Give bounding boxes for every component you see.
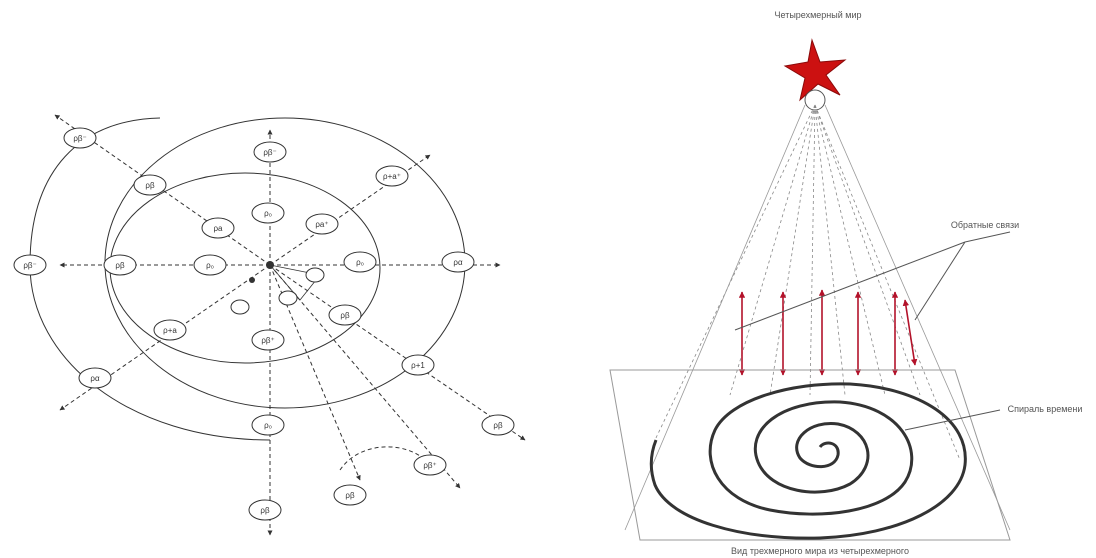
- node-9: [103, 254, 137, 276]
- left-spiral-diagram: ρβ⁻ ρβ ρβ⁻ ρ+a⁺ ρ₀ ρa ρa⁺ ρβ⁻ ρβ ρ₀ ρ₀ ρ…: [13, 114, 526, 536]
- node-1: [63, 127, 97, 149]
- node-24: [333, 484, 367, 506]
- node-14: [278, 290, 298, 306]
- spiral-outer: [29, 117, 271, 441]
- label-reverse-links: Обратные связи: [951, 220, 1019, 230]
- node-12: [441, 251, 475, 273]
- node-label: ρβ⁺: [261, 336, 274, 345]
- time-spiral: [649, 382, 967, 540]
- label-time-spiral: Спираль времени: [1008, 404, 1083, 414]
- node-label: ρ₀: [356, 258, 364, 267]
- node-label: ρβ: [145, 181, 155, 190]
- node-19: [78, 367, 112, 389]
- node-label: ρβ: [493, 421, 503, 430]
- node-label: ρ₀: [264, 421, 272, 430]
- node-13: [305, 267, 325, 283]
- node-5: [251, 202, 285, 224]
- node-2: [133, 174, 167, 196]
- node-16: [153, 319, 187, 341]
- node-label: ρ+1: [411, 361, 425, 370]
- node-8: [13, 254, 47, 276]
- node-label: ρα: [90, 374, 100, 383]
- reverse-link-arrows: [738, 289, 918, 376]
- title-four-dimensional-world: Четырехмерный мир: [775, 10, 862, 20]
- projection-rays: [654, 104, 961, 461]
- node-label: ρ+a⁺: [383, 172, 401, 181]
- node-label: ρ+a: [163, 326, 177, 335]
- node-label: ρβ: [340, 311, 350, 320]
- time-plane: [609, 369, 1011, 541]
- label-bottom: Вид трехмерного мира из четырехмерного: [731, 546, 909, 556]
- node-label: ρ₀: [264, 209, 272, 218]
- node-18: [251, 329, 285, 351]
- node-6: [201, 217, 235, 239]
- node-label: ρβ: [260, 506, 270, 515]
- node-label: ρβ⁻: [263, 148, 276, 157]
- node-label: ρβ: [345, 491, 355, 500]
- node-23: [413, 454, 447, 476]
- node-15: [230, 299, 250, 315]
- node-label: ρ₀: [206, 261, 214, 270]
- node-label: ρα: [453, 258, 463, 267]
- node-20: [401, 354, 435, 376]
- node-10: [193, 254, 227, 276]
- node-4: [375, 165, 409, 187]
- red-star-icon: [783, 38, 847, 102]
- node-label: ρβ⁻: [73, 134, 86, 143]
- node-label: ρβ⁻: [23, 261, 36, 270]
- node-11: [343, 251, 377, 273]
- node-22: [481, 414, 515, 436]
- node-17: [328, 304, 362, 326]
- spiral-ring-inner: [109, 172, 381, 364]
- node-labels: ρβ⁻ ρβ ρβ⁻ ρ+a⁺ ρ₀ ρa ρa⁺ ρβ⁻ ρβ ρ₀ ρ₀ ρ…: [23, 134, 503, 515]
- right-4d-diagram: Четырехмерный мир: [609, 10, 1083, 556]
- node-label: ρβ: [115, 261, 125, 270]
- node-21: [251, 414, 285, 436]
- node-label: ρa: [214, 224, 224, 233]
- node-7: [305, 213, 339, 235]
- node-label: ρa⁺: [315, 220, 328, 229]
- node-25: [248, 499, 282, 521]
- node-label: ρβ⁺: [423, 461, 436, 470]
- node-3: [253, 141, 287, 163]
